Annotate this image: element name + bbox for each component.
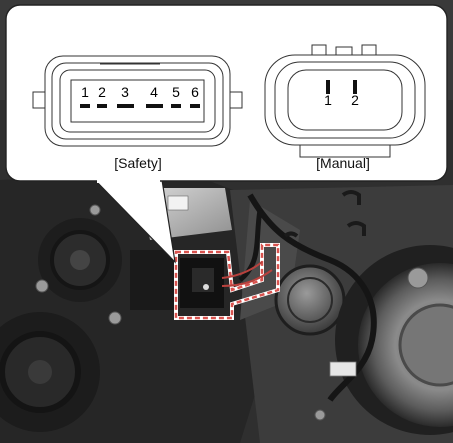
safety-pin-label: 3 [121, 84, 129, 100]
window-motor-icon [130, 188, 232, 310]
safety-pin-label: 1 [81, 84, 89, 100]
window-regulator-icon [0, 218, 122, 432]
manual-pin-label: 1 [324, 92, 332, 108]
safety-pin-label: 2 [98, 84, 106, 100]
callout-box [5, 4, 448, 182]
safety-connector-label: [Safety] [114, 155, 162, 171]
safety-pin-label: 4 [150, 84, 158, 100]
manual-connector-face-icon [264, 44, 426, 158]
manual-connector-label: [Manual] [316, 155, 370, 171]
manual-pin-label: 2 [351, 92, 359, 108]
highlighted-connector-icon [174, 243, 280, 320]
safety-connector-face-icon [32, 55, 243, 147]
safety-pin-label: 6 [191, 84, 199, 100]
safety-pin-label: 5 [172, 84, 180, 100]
